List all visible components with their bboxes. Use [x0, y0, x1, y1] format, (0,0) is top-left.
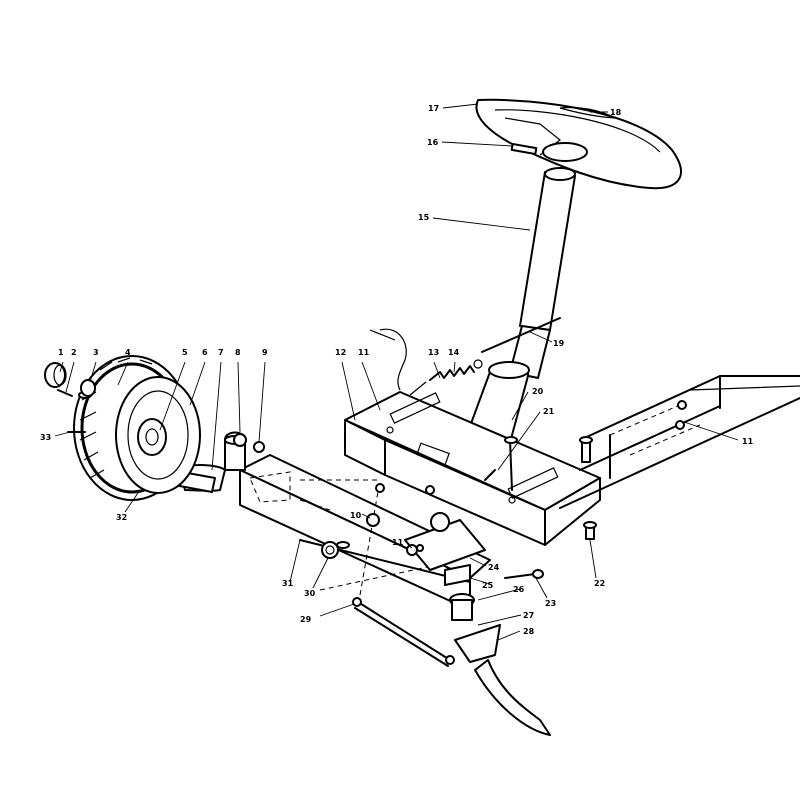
drag-link — [352, 479, 455, 667]
callout-4: 4 — [125, 348, 131, 357]
callouts: 1 2 3 4 5 6 7 8 9 10 11 11 11 12 13 14 1… — [40, 104, 754, 636]
callout-2: 2 — [71, 348, 77, 357]
callout-13: 13 — [428, 348, 439, 357]
callout-22: 22 — [594, 579, 605, 588]
callout-33: 33 — [40, 433, 51, 442]
callout-20: 20 — [532, 387, 544, 396]
callout-32: 32 — [116, 513, 127, 522]
fasteners — [484, 400, 687, 540]
callout-11b: 11 — [742, 437, 754, 446]
throttle-cable — [369, 317, 561, 391]
callout-18: 18 — [610, 108, 622, 117]
callout-31: 31 — [282, 579, 294, 588]
callout-28: 28 — [523, 627, 535, 636]
callout-5: 5 — [182, 348, 188, 357]
tractor-frame — [559, 375, 800, 509]
callout-25: 25 — [482, 581, 494, 590]
front-wheel — [73, 355, 201, 501]
callout-11c: 11 — [392, 538, 404, 547]
callout-12: 12 — [335, 348, 346, 357]
spring — [409, 359, 483, 396]
callout-16: 16 — [427, 138, 439, 147]
callout-27: 27 — [523, 611, 534, 620]
callout-19: 19 — [553, 339, 565, 348]
callout-17: 17 — [428, 104, 439, 113]
callout-14: 14 — [448, 348, 460, 357]
callout-9: 9 — [262, 348, 268, 357]
steering-sector — [454, 624, 551, 736]
steering-wheel — [475, 98, 682, 190]
callout-8: 8 — [235, 348, 241, 357]
callout-15: 15 — [418, 213, 430, 222]
callout-6: 6 — [202, 348, 208, 357]
callout-7: 7 — [218, 348, 224, 357]
callout-24: 24 — [488, 563, 500, 572]
callout-29: 29 — [300, 615, 312, 624]
callout-21: 21 — [543, 407, 555, 416]
steering-shaft — [461, 142, 576, 458]
callout-3: 3 — [93, 348, 99, 357]
callout-10: 10 — [350, 511, 362, 520]
pivot-bracket — [404, 512, 486, 621]
callout-11a: 11 — [358, 348, 370, 357]
hub-cap — [44, 362, 96, 433]
callout-23: 23 — [545, 599, 556, 608]
leader-lines — [54, 103, 739, 641]
callout-1: 1 — [58, 348, 64, 357]
callout-30: 30 — [304, 589, 316, 598]
bushings-nuts — [233, 433, 435, 559]
steering-support-plate — [344, 391, 601, 546]
bolt-23 — [504, 569, 544, 579]
callout-26: 26 — [513, 585, 525, 594]
